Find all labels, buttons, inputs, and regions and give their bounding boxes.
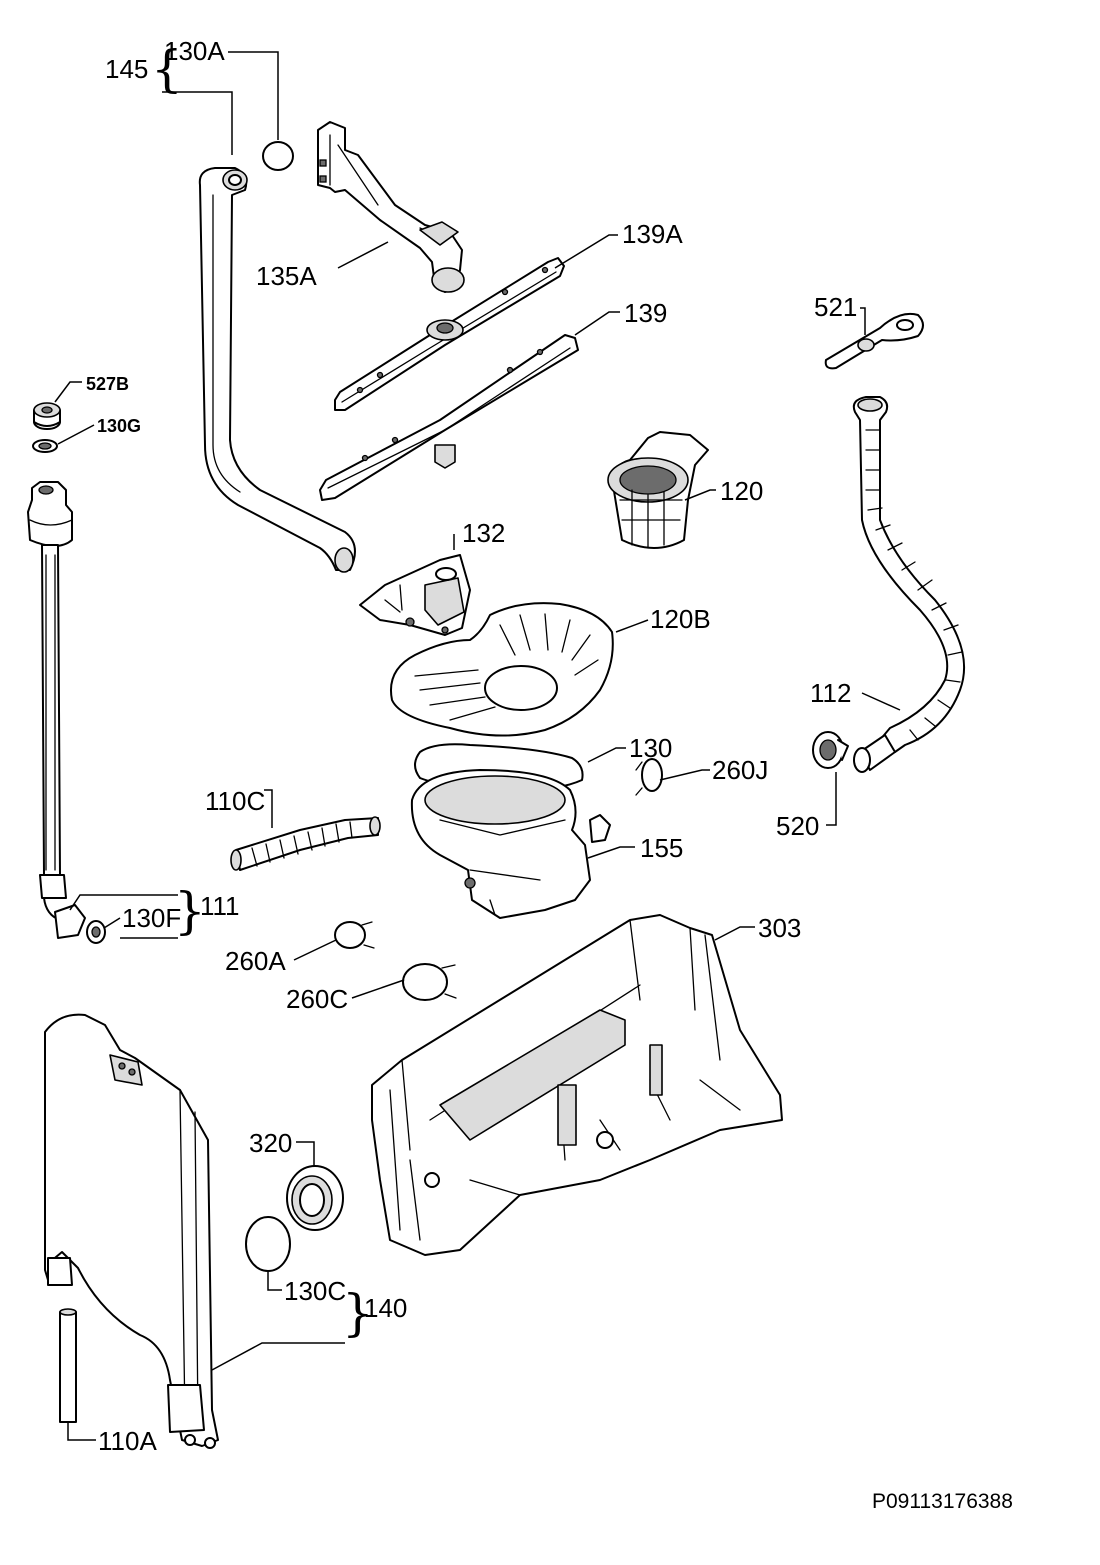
part-260j-clamp xyxy=(635,758,663,796)
label-112: 112 xyxy=(810,678,851,708)
label-120: 120 xyxy=(720,476,763,506)
drawing-code: P09113176388 xyxy=(872,1490,1013,1513)
label-320: 320 xyxy=(249,1128,292,1158)
label-155: 155 xyxy=(640,833,683,863)
label-130f: 130F xyxy=(122,903,181,933)
label-303: 303 xyxy=(758,913,801,943)
part-520-clamp xyxy=(812,731,849,769)
brace-111: } xyxy=(174,882,206,940)
label-260c: 260C xyxy=(286,984,348,1014)
part-130f-washer xyxy=(86,920,106,944)
brace-145: { xyxy=(151,40,183,98)
part-120b-filter-plate xyxy=(390,602,614,737)
part-135a-bracket xyxy=(317,121,465,293)
part-110c-hose xyxy=(230,816,381,871)
part-112-drain-hose xyxy=(852,396,966,773)
label-139a: 139A xyxy=(622,219,683,249)
label-111: 111 xyxy=(200,891,240,921)
part-139a-spray-arm xyxy=(334,257,565,411)
part-111-inlet-hose xyxy=(27,481,86,939)
label-145: 145 xyxy=(105,54,148,84)
label-130g: 130G xyxy=(97,416,141,436)
part-260a-clamp xyxy=(334,921,375,949)
label-527b: 527B xyxy=(86,374,129,394)
part-110a-tube xyxy=(59,1308,77,1423)
part-139-spray-arm xyxy=(319,334,579,501)
part-521-key xyxy=(824,312,924,370)
label-110a: 110A xyxy=(98,1426,157,1456)
label-520: 520 xyxy=(776,811,819,841)
part-132-valve xyxy=(359,554,471,636)
leader-lines xyxy=(54,51,901,1441)
part-303-base-frame xyxy=(371,914,783,1256)
label-139: 139 xyxy=(624,298,667,328)
label-120b: 120B xyxy=(650,604,711,634)
label-260a: 260A xyxy=(225,946,286,976)
label-521: 521 xyxy=(814,292,857,322)
part-155-sump xyxy=(410,769,611,919)
label-140: 140 xyxy=(364,1293,407,1323)
part-320-seal xyxy=(286,1165,344,1231)
label-130c: 130C xyxy=(284,1276,346,1306)
part-527b-cap xyxy=(33,402,61,430)
part-140-softener-tank xyxy=(44,1013,219,1449)
part-130c-oring xyxy=(245,1216,291,1272)
part-130a-oring xyxy=(262,141,294,171)
label-130: 130 xyxy=(629,733,672,763)
part-145-supply-pipe xyxy=(198,167,356,573)
label-260j: 260J xyxy=(712,755,768,785)
label-132: 132 xyxy=(462,518,505,548)
part-130g-washer xyxy=(32,439,58,453)
label-130a: 130A xyxy=(164,36,225,66)
part-260c-clamp xyxy=(402,963,457,1001)
brace-140: } xyxy=(342,1284,374,1342)
part-120-filter xyxy=(607,431,709,549)
label-135a: 135A xyxy=(256,261,317,291)
label-110c: 110C xyxy=(205,786,265,816)
